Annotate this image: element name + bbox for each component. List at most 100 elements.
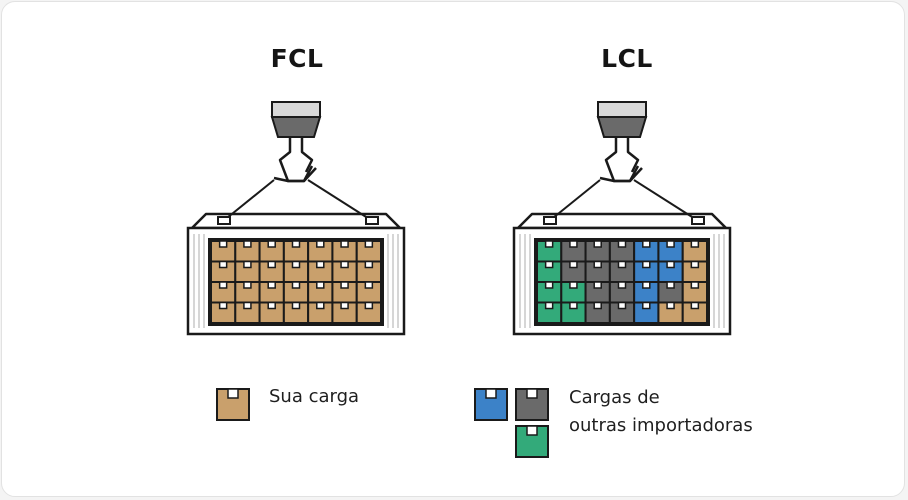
box-tape <box>218 301 228 310</box>
box-tape <box>364 301 374 310</box>
hook-curve <box>599 167 643 183</box>
fcl-cargo-box <box>307 281 334 304</box>
fcl-cargo-box <box>355 260 383 283</box>
legend-others-label-line1: Cargas de <box>569 387 660 408</box>
box-tape <box>243 240 252 248</box>
box-tape <box>316 281 325 289</box>
legend-swatch-own-cargo <box>216 388 250 421</box>
box-tape <box>617 240 627 248</box>
sling-left <box>221 179 275 223</box>
box-tape <box>267 281 276 289</box>
box-tape <box>364 240 374 248</box>
box-tape <box>544 301 554 310</box>
box-tape <box>316 301 325 310</box>
lcl-cargo-box <box>560 240 587 263</box>
hook-block <box>270 116 322 138</box>
fcl-cargo-box <box>210 281 237 304</box>
box-tape <box>690 301 700 310</box>
hook-shank-left <box>604 137 640 183</box>
box-tape <box>267 260 276 269</box>
box-tape <box>617 281 627 289</box>
box-tape <box>218 281 228 289</box>
lcl-cargo-box <box>633 301 660 324</box>
box-tape <box>364 281 374 289</box>
lcl-cargo-box <box>536 281 563 304</box>
box-tape <box>593 301 602 310</box>
hook-shank-right <box>626 137 640 173</box>
fcl-cargo-box <box>355 240 383 263</box>
box-tape <box>642 260 651 269</box>
box-tape <box>642 281 651 289</box>
box-tape <box>291 281 301 289</box>
box-tape <box>593 281 602 289</box>
box-tape <box>526 425 538 436</box>
fcl-cargo-box <box>210 240 237 263</box>
lcl-cargo-box <box>608 281 636 304</box>
box-tape <box>666 281 675 289</box>
box-tape <box>485 388 497 399</box>
fcl-cargo-box <box>234 240 261 263</box>
fcl-cargo-box <box>258 240 285 263</box>
lcl-cargo-box <box>584 260 611 283</box>
lcl-cargo-box <box>633 281 660 304</box>
fcl-cargo-box <box>307 301 334 324</box>
lcl-cargo-box <box>608 260 636 283</box>
box-tape <box>617 301 627 310</box>
hook-shank-right <box>300 137 314 173</box>
sling-left <box>547 179 601 223</box>
lcl-cargo-box <box>536 240 563 263</box>
sling-clip-left <box>543 216 557 225</box>
box-tape <box>218 260 228 269</box>
fcl-cargo-box <box>258 301 285 324</box>
fcl-cargo-box <box>234 260 261 283</box>
fcl-cargo-box <box>307 260 334 283</box>
box-tape <box>569 240 578 248</box>
box-tape <box>340 260 349 269</box>
hook-cap <box>271 101 321 118</box>
box-tape <box>569 301 578 310</box>
lcl-cargo-box <box>657 260 684 283</box>
lcl-cargo-box <box>584 281 611 304</box>
lcl-cargo-box <box>608 301 636 324</box>
box-tape <box>642 301 651 310</box>
fcl-title: FCL <box>270 44 324 73</box>
hook-shank-left <box>278 137 314 183</box>
box-tape <box>666 260 675 269</box>
box-tape <box>593 260 602 269</box>
box-tape <box>340 240 349 248</box>
box-tape <box>267 240 276 248</box>
legend-own-cargo-label: Sua carga <box>269 386 360 407</box>
box-tape <box>291 301 301 310</box>
box-tape <box>316 240 325 248</box>
box-tape <box>267 301 276 310</box>
legend-others-label-line2: outras importadoras <box>569 415 753 436</box>
lcl-cargo-box <box>536 260 563 283</box>
hook-block <box>596 116 648 138</box>
box-tape <box>227 388 239 399</box>
fcl-cargo-box <box>355 301 383 324</box>
lcl-cargo-box <box>681 301 709 324</box>
fcl-cargo-box <box>282 260 310 283</box>
lcl-cargo-box <box>633 240 660 263</box>
box-tape <box>593 240 602 248</box>
legend-swatch-green <box>515 425 549 458</box>
sling-clip-left <box>217 216 231 225</box>
fcl-cargo-box <box>210 260 237 283</box>
box-tape <box>569 281 578 289</box>
fcl-cargo-box <box>331 260 358 283</box>
fcl-cargo-box <box>307 240 334 263</box>
box-tape <box>526 388 538 399</box>
lcl-cargo-box <box>560 301 587 324</box>
lcl-cargo-box <box>560 260 587 283</box>
sling-right <box>633 179 701 223</box>
fcl-cargo-box <box>355 281 383 304</box>
box-tape <box>243 281 252 289</box>
fcl-cargo-box <box>210 301 237 324</box>
lcl-cargo-box <box>584 240 611 263</box>
box-tape <box>316 260 325 269</box>
sling-right <box>307 179 375 223</box>
box-tape <box>243 301 252 310</box>
lcl-cargo-box <box>584 301 611 324</box>
